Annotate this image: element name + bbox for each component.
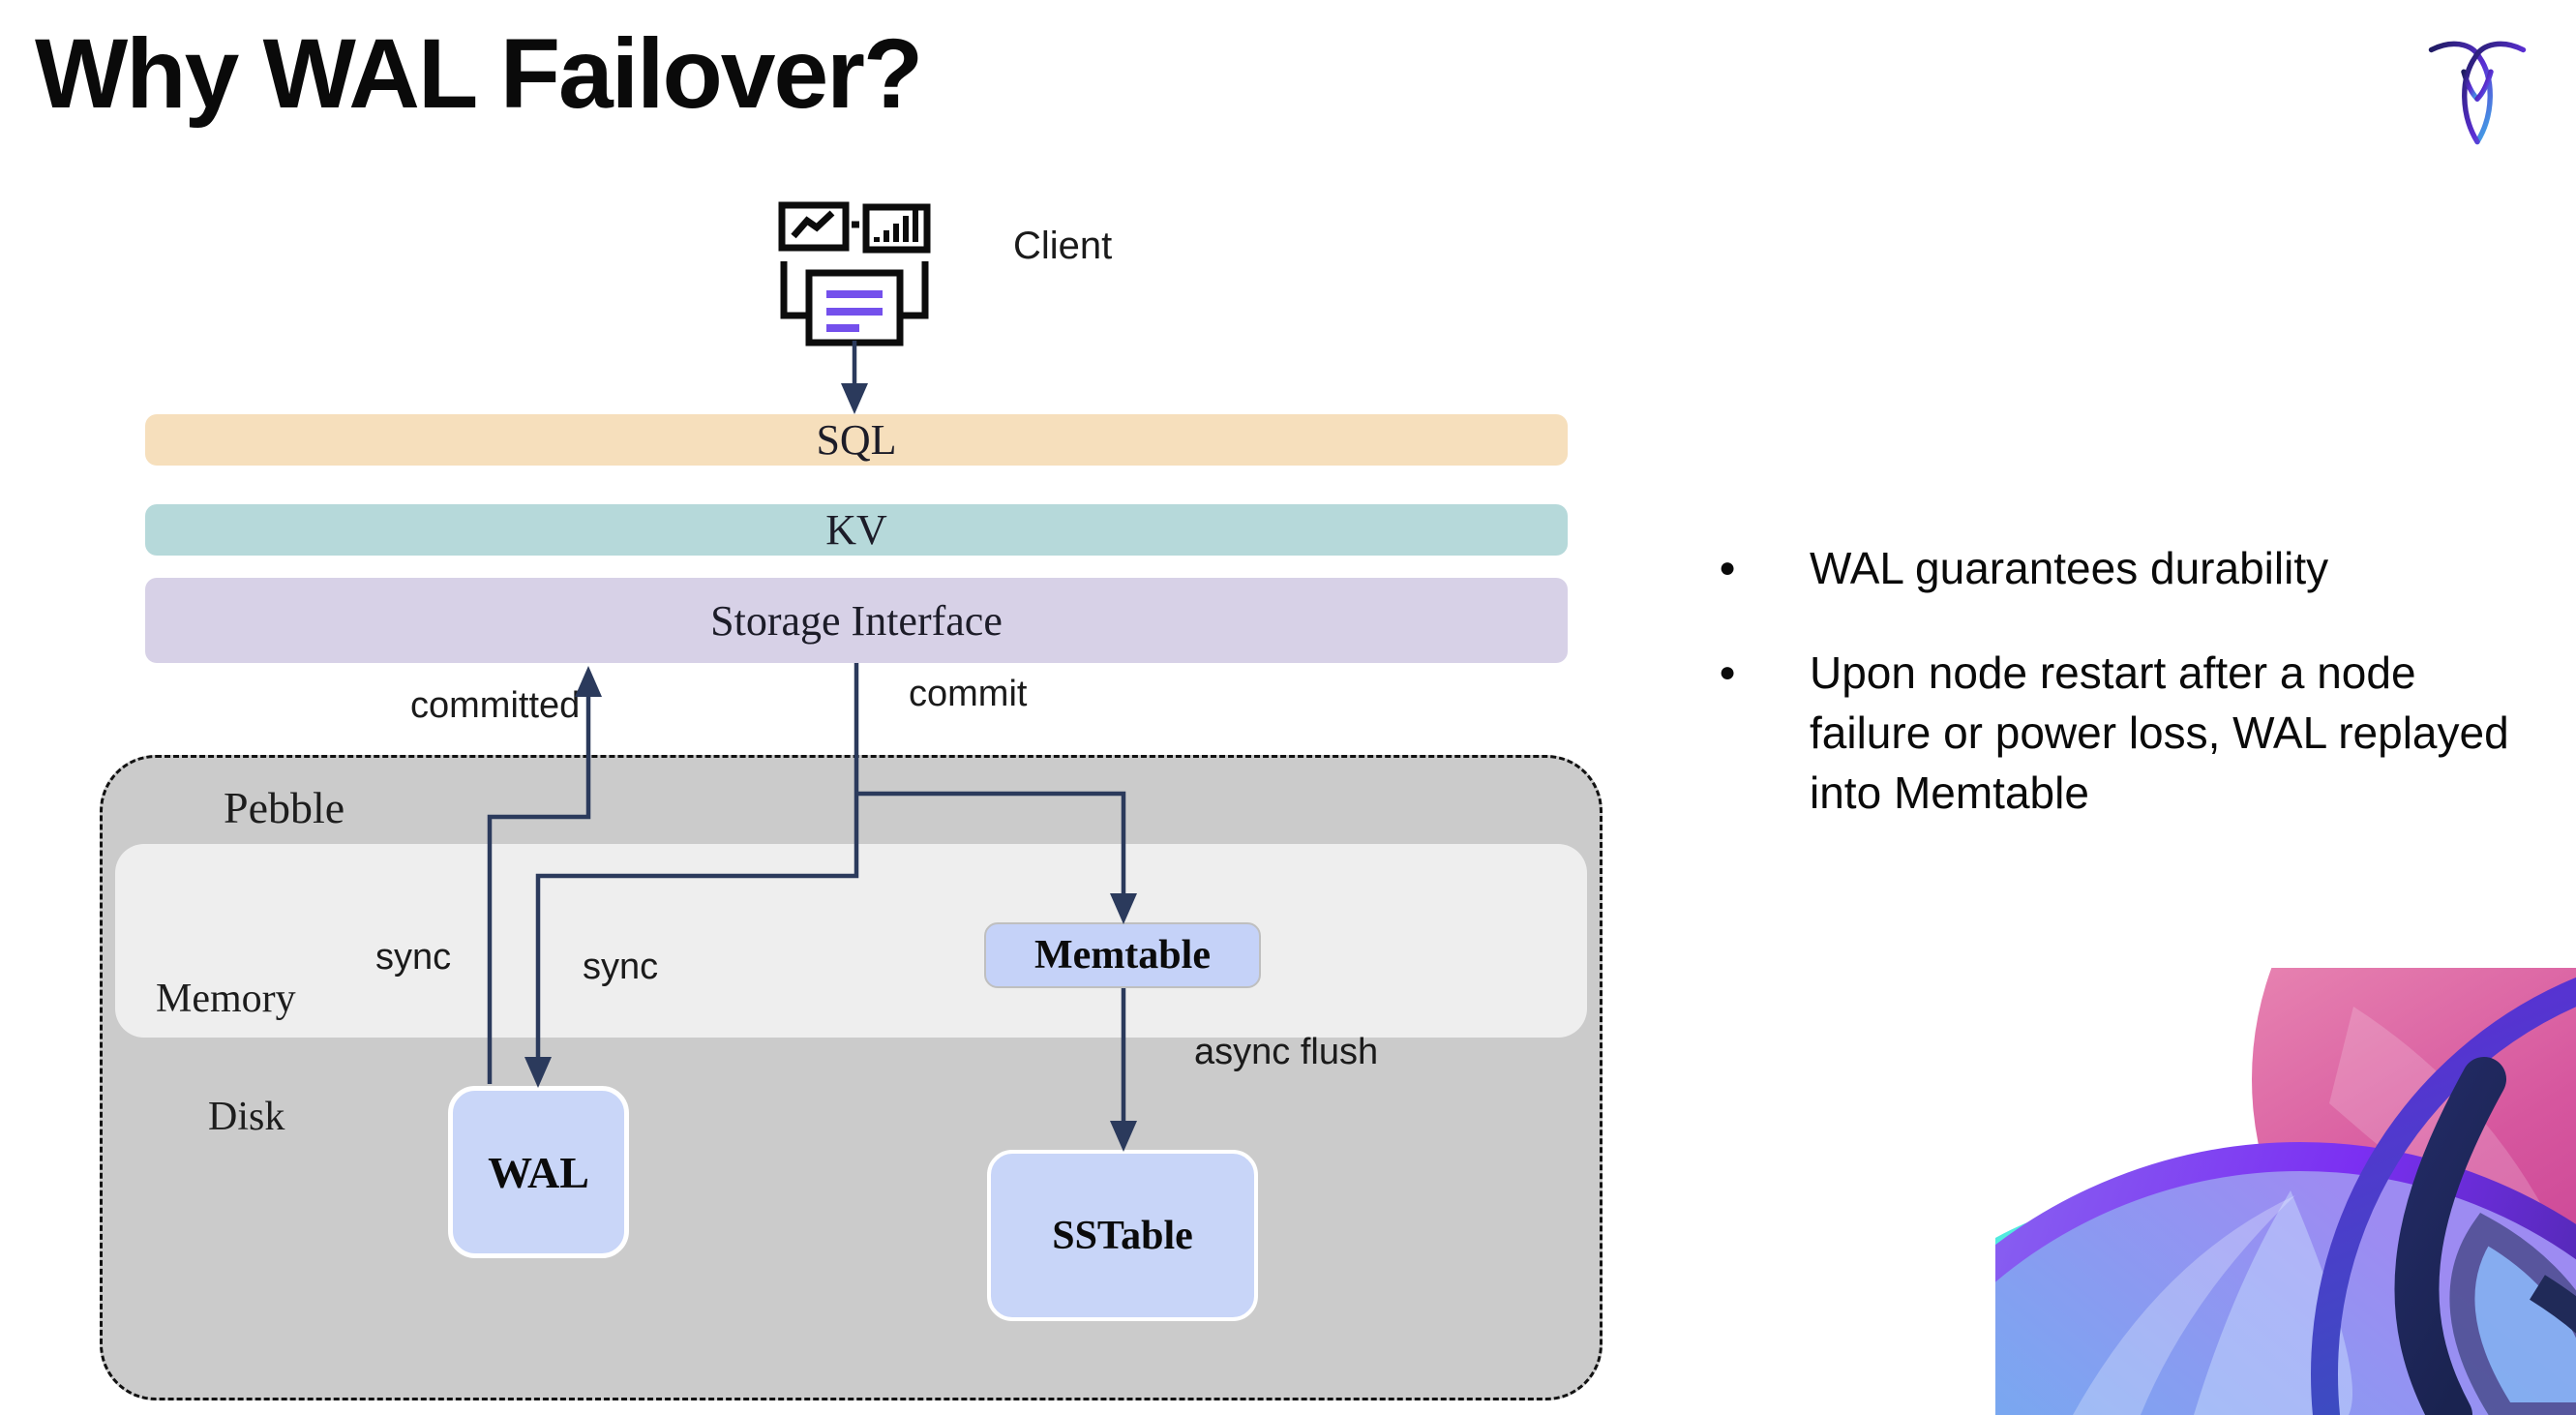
memtable-node: Memtable	[984, 922, 1261, 988]
edge-label-commit: commit	[909, 674, 1028, 714]
edge-label-committed: committed	[410, 685, 581, 726]
bullet-text: WAL guarantees durability	[1810, 543, 2329, 593]
sstable-node: SSTable	[987, 1150, 1258, 1321]
memory-band	[115, 844, 1587, 1038]
wal-node-label: WAL	[488, 1147, 589, 1197]
disk-label: Disk	[208, 1095, 285, 1139]
list-item: ● WAL guarantees durability	[1719, 538, 2531, 598]
page-title: Why WAL Failover?	[35, 18, 923, 129]
bullet-dot-icon: ●	[1719, 656, 1737, 688]
edge-label-sync-right: sync	[583, 947, 659, 987]
bullet-list: ● WAL guarantees durability ● Upon node …	[1719, 538, 2531, 867]
client-icon	[778, 201, 931, 346]
edge-label-async-flush: async flush	[1194, 1032, 1379, 1072]
cockroach-logo-icon	[2428, 41, 2527, 145]
layer-bar-kv-label: KV	[825, 506, 887, 554]
bullet-text: Upon node restart after a node failure o…	[1810, 647, 2509, 818]
layer-bar-storage-interface: Storage Interface	[145, 578, 1568, 663]
client-label: Client	[1013, 225, 1113, 267]
brand-art-graphic	[1995, 968, 2576, 1415]
layer-bar-sql-label: SQL	[816, 416, 897, 464]
pebble-label: Pebble	[224, 783, 345, 832]
layer-bar-storage-label: Storage Interface	[710, 596, 1003, 645]
layer-bar-kv: KV	[145, 504, 1568, 556]
layer-bar-sql: SQL	[145, 414, 1568, 466]
sstable-node-label: SSTable	[1052, 1213, 1193, 1258]
arrowhead-into-sql	[841, 383, 868, 414]
list-item: ● Upon node restart after a node failure…	[1719, 643, 2531, 823]
memtable-node-label: Memtable	[1034, 933, 1211, 978]
edge-label-sync-left: sync	[375, 937, 452, 978]
bullet-dot-icon: ●	[1719, 552, 1737, 584]
memory-label: Memory	[156, 977, 296, 1021]
wal-node: WAL	[448, 1086, 629, 1258]
